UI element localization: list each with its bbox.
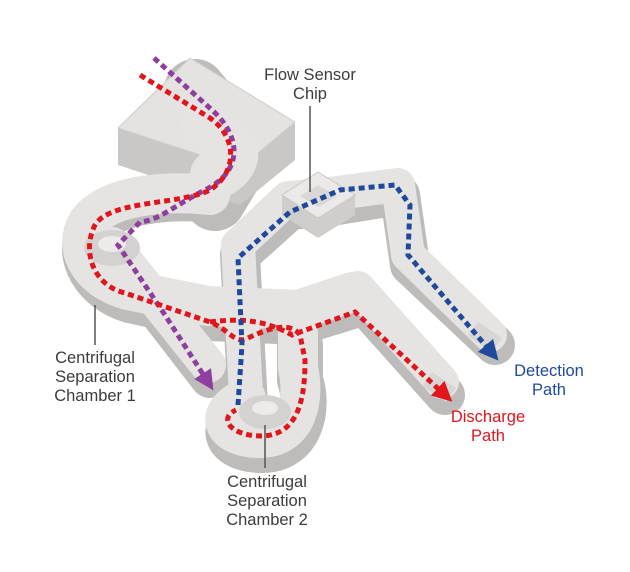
flow-sensor-chip-label: Flow Sensor Chip [250,66,370,104]
sample-path [114,56,237,391]
discharge-label-line-1: Discharge [450,408,526,426]
chamber-2-label-line-3: Chamber 2 [226,511,308,529]
chamber-1-label: Centrifugal Separation Chamber 1 [32,349,158,406]
flow-paths [87,56,499,439]
discharge-path [87,72,445,439]
discharge-path-label: Discharge Path [430,408,546,446]
discharge-label-line-2: Path [471,427,505,445]
chamber-2-core [252,401,278,415]
detection-label-line-2: Path [532,381,566,399]
flow-sensor-label-line-2: Chip [293,85,327,103]
detection-label-line-1: Detection [514,362,584,380]
chamber-2-label: Centrifugal Separation Chamber 2 [204,473,330,530]
leader-lines [94,106,311,468]
chamber-1-label-line-2: Separation [55,368,135,386]
chamber-2-label-line-2: Separation [227,492,307,510]
flow-sensor-label-line-1: Flow Sensor [264,66,356,84]
chamber-1-label-line-1: Centrifugal [55,349,135,367]
detection-path-label: Detection Path [494,362,604,400]
chamber-2-label-line-1: Centrifugal [227,473,307,491]
detection-path [235,182,499,406]
chamber-1-label-line-3: Chamber 1 [54,387,136,405]
